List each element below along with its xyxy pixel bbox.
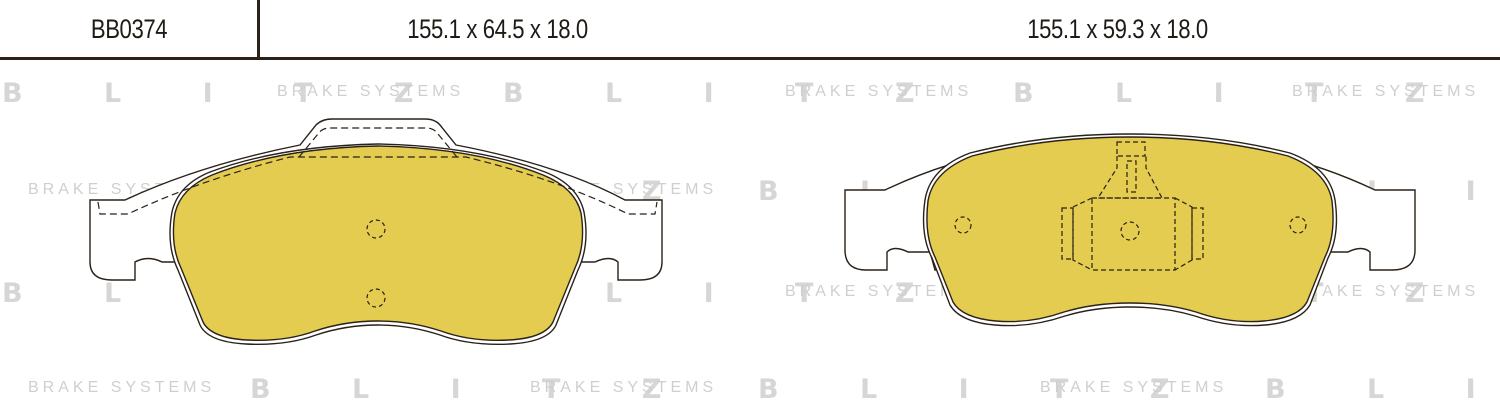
pad-2-dimensions: 155.1 x 59.3 x 18.0 [1027, 13, 1208, 44]
left-hidden-clip [298, 127, 458, 158]
right-friction-material [926, 136, 1334, 323]
left-hidden-edge [97, 156, 658, 215]
left-friction-material [172, 145, 584, 341]
left-hole-upper [366, 219, 386, 239]
right-sensor-outline [1061, 141, 1204, 271]
right-left-hole [954, 216, 972, 234]
part-code: BB0374 [90, 13, 168, 44]
pad-1-dimensions: 155.1 x 64.5 x 18.0 [407, 13, 588, 44]
right-center-hole [1120, 221, 1140, 241]
right-right-hole [1289, 216, 1307, 234]
right-pad [844, 133, 1416, 327]
header-divider [257, 0, 260, 58]
left-pad [89, 118, 663, 345]
spec-header: BB0374 155.1 x 64.5 x 18.0 155.1 x 59.3 … [0, 0, 1500, 60]
brake-pad-drawing [89, 118, 1416, 345]
left-hole-lower [366, 288, 386, 308]
